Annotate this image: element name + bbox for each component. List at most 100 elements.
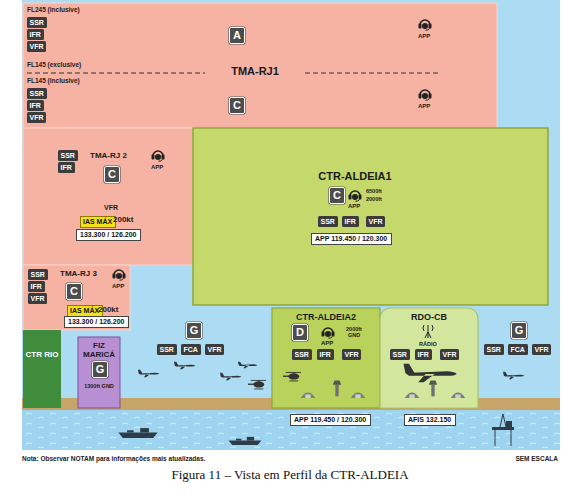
rule-badge: FCA [508, 344, 528, 355]
speed-badge: IAS MÁX [80, 216, 116, 228]
region-label: TMA-RJ 3 [60, 269, 97, 278]
badge-text: VFR [208, 346, 222, 354]
rule-badge: IFR [58, 162, 75, 173]
frequency-box: APP 119.450 / 120.300 [290, 414, 371, 426]
region-label: 200kt [98, 305, 118, 314]
sea-waves [22, 410, 560, 450]
badge-text: SSR [487, 346, 502, 354]
rule-badge: SSR [484, 344, 504, 355]
rule-badge: SSR [390, 349, 410, 360]
badge-text: AFIS 132.150 [408, 416, 452, 424]
rule-badge: VFR [205, 344, 224, 355]
badge-text: G [96, 363, 105, 376]
class-badge: G [186, 322, 202, 339]
rule-badge: VFR [28, 293, 47, 304]
badge-text: VFR [30, 114, 44, 122]
rule-badge: IFR [28, 281, 45, 292]
frequency-box: 133.300 / 126.200 [76, 229, 141, 241]
rule-badge: VFR [27, 41, 46, 52]
class-badge: G [511, 322, 527, 339]
badge-text: IFR [345, 218, 357, 226]
badge-text: C [70, 285, 79, 298]
badge-text: SSR [30, 19, 45, 27]
badge-text: VFR [443, 351, 457, 359]
airport-buildings [301, 381, 465, 399]
badge-text: VFR [31, 295, 45, 303]
airspace-region: FIZ MARICÁ1300ft GNDG [78, 337, 120, 408]
badge-text: VFR [30, 43, 44, 51]
airspace-fills [23, 3, 548, 408]
frequency-box: AFIS 132.150 [404, 414, 456, 426]
region-label: FL145 (inclusive) [27, 77, 80, 84]
badge-text: IFR [31, 283, 43, 291]
rule-badge: FCA [181, 344, 201, 355]
badge-text: APP 119.450 / 120.300 [294, 416, 367, 424]
rule-badge: VFR [366, 216, 385, 227]
region-label: 2000ft GND [343, 326, 365, 339]
headset-icons [113, 20, 432, 338]
rule-badge: VFR [27, 112, 46, 123]
oil-platform [492, 414, 514, 446]
badge-text: FCA [184, 346, 199, 354]
region-label: FL245 (inclusive) [27, 6, 80, 13]
badge-text: SSR [160, 346, 175, 354]
aircraft [138, 362, 524, 390]
ships [118, 428, 261, 445]
rule-badge: VFR [532, 344, 551, 355]
rule-badge: IFR [415, 349, 432, 360]
badge-text: G [515, 324, 524, 337]
badge-text: C [233, 99, 242, 112]
rule-badge: IFR [342, 216, 359, 227]
class-badge: C [329, 187, 345, 204]
figure-caption: Figura 11 – Vista em Perfil da CTR-ALDEI… [171, 467, 408, 483]
badge-text: IFR [30, 102, 42, 110]
badge-text: VFR [345, 351, 359, 359]
badge-text: VFR [535, 346, 549, 354]
badge-text: IAS MÁX [70, 307, 100, 315]
region-label: APP [151, 164, 163, 171]
region-label: APP [348, 203, 360, 210]
badge-text: SSR [61, 152, 76, 160]
badge-text: 133.300 / 126.200 [68, 318, 125, 326]
rule-badge: SSR [27, 88, 47, 99]
badge-text: VFR [369, 218, 383, 226]
rule-badge: SSR [157, 344, 177, 355]
note-text: Nota: Observar NOTAM para informações ma… [22, 455, 205, 462]
rule-badge: SSR [27, 17, 47, 28]
region-label: CTR-ALDEIA2 [296, 312, 356, 322]
region-label: RDO-CB [411, 312, 447, 322]
badge-text: A [233, 29, 242, 42]
class-badge: C [104, 166, 120, 183]
badge-text: C [108, 168, 117, 181]
region-label: 6500ft [366, 188, 382, 194]
region-label: CTR-ALDEIA1 [318, 170, 391, 183]
airspace-region: FL245 (inclusive) APP FL145 (exclusive) TMA… [23, 3, 497, 128]
region-label: APP [321, 340, 333, 347]
rule-badge: SSR [58, 150, 78, 161]
rule-badge: SSR [28, 269, 48, 280]
badge-text: C [333, 189, 342, 202]
airspace-region: TMA-RJ 3 APP 200kt SSR IFR VFR C IAS MÁX 133.300… [23, 265, 130, 330]
badge-text: SSR [321, 218, 336, 226]
badge-text: IAS MÁX [83, 218, 113, 226]
airspace-region: RDO-CBRÁDIOSSRIFRVFR [380, 308, 478, 408]
region-label: TMA-RJ 2 [90, 151, 127, 160]
region-label: 1300ft GND [84, 383, 114, 389]
airspace-region: CTR-ALDEIA2APP2000ft GNDDSSRIFRVFR [272, 308, 380, 408]
radio-icon [423, 325, 433, 338]
badge-text: SSR [295, 351, 310, 359]
rule-badge: SSR [292, 349, 312, 360]
badge-text: APP 119.450 / 120.300 [315, 235, 388, 243]
region-label: FL145 (exclusive) [27, 61, 81, 68]
region-label: 2000ft [366, 196, 382, 202]
region-label: APP [418, 33, 430, 40]
region-label: TMA-RJ1 [231, 65, 279, 78]
airspace-region: CTR-ALDEIA1APP 6500ft 2000ft C SSR IFR VFR APP … [193, 128, 548, 305]
region-label: APP [112, 283, 124, 290]
rule-badge: IFR [27, 100, 44, 111]
class-badge: G [92, 361, 108, 378]
badge-text: SSR [30, 90, 45, 98]
frequency-box: 133.300 / 126.200 [64, 316, 129, 328]
